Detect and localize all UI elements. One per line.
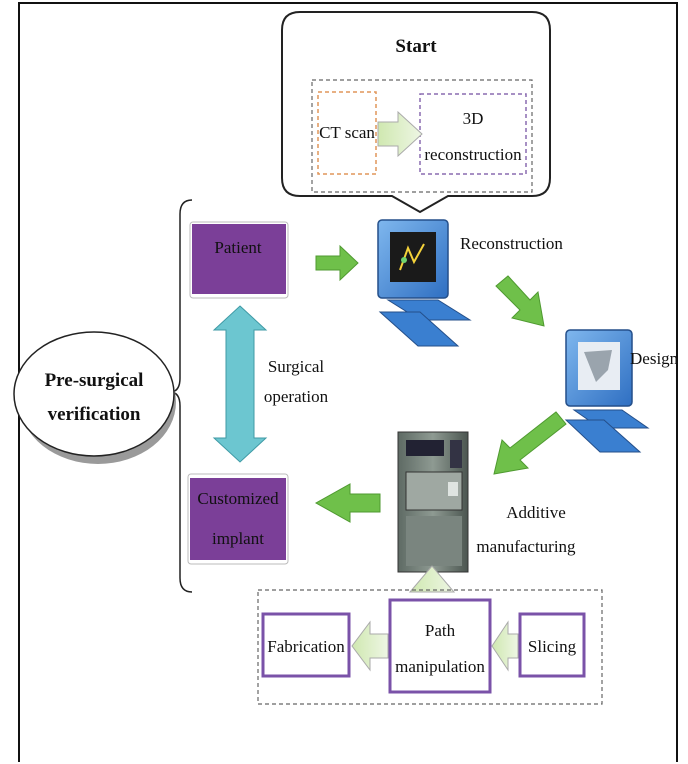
fabrication-box	[261, 612, 351, 678]
slicing-box	[518, 612, 586, 678]
surgical-label-2: operation	[264, 387, 329, 406]
design-label: Design	[630, 349, 679, 368]
implant-label-2: implant	[212, 529, 264, 548]
ct-scan-label: CT scan	[319, 123, 375, 142]
recon-3d-label-2: reconstruction	[424, 145, 522, 164]
start-title: Start	[395, 36, 437, 57]
start-dashed-group	[311, 79, 533, 193]
machine-to-implant-arrow	[314, 483, 381, 523]
reconstruction-computer-icon	[377, 219, 472, 347]
fabrication-label: Fabrication	[267, 637, 345, 656]
surgical-double-arrow	[212, 305, 268, 463]
path-to-machine-arrow	[408, 565, 456, 593]
ct-scan-box	[317, 91, 377, 175]
additive-label-1: Additive	[506, 503, 566, 522]
patient-to-recon-arrow	[315, 244, 359, 282]
surgical-label-1: Surgical	[268, 357, 325, 376]
slicing-to-path-arrow	[491, 620, 519, 672]
slicing-label: Slicing	[528, 637, 577, 656]
additive-machine-icon	[397, 431, 469, 573]
presurgical-ellipse	[13, 331, 175, 457]
implant-label-1: Customized	[197, 489, 279, 508]
implant-box	[187, 473, 289, 565]
patient-label: Patient	[214, 238, 261, 257]
bottom-dashed-group	[257, 589, 603, 705]
design-to-machine-arrow	[493, 411, 567, 475]
presurgical-label-1: Pre-surgical	[45, 370, 144, 391]
recon-to-design-arrow	[495, 275, 545, 327]
presurgical-label-2: verification	[48, 404, 141, 425]
additive-label-2: manufacturing	[476, 537, 576, 556]
start-callout	[281, 11, 551, 214]
path-manipulation-box	[388, 598, 492, 694]
patient-box	[189, 221, 289, 299]
recon-3d-label-1: 3D	[463, 109, 484, 128]
design-computer-icon	[564, 329, 650, 453]
path-label-2: manipulation	[395, 657, 485, 676]
ct-to-recon-arrow	[377, 110, 423, 158]
path-to-fabrication-arrow	[351, 620, 389, 672]
path-label-1: Path	[425, 621, 456, 640]
reconstruction-label: Reconstruction	[460, 234, 563, 253]
